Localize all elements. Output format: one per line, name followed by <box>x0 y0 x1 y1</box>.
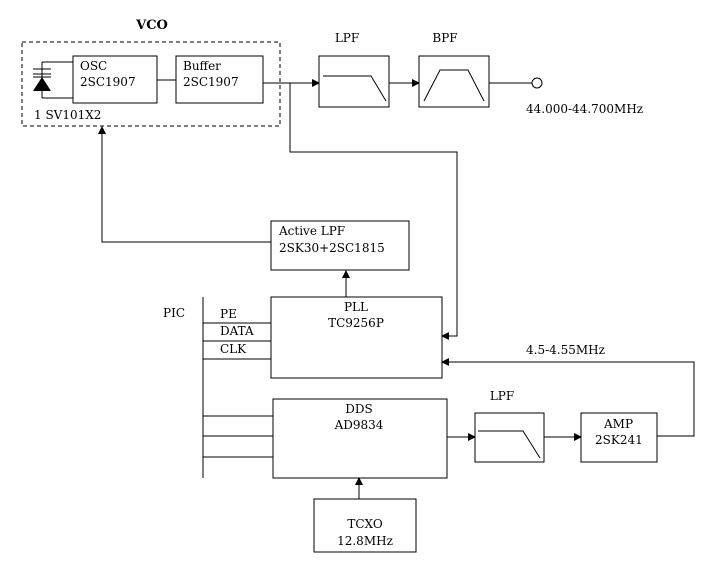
bpf-label: BPF <box>432 31 457 45</box>
output-freq-label: 44.000-44.700MHz <box>526 102 643 116</box>
dds-name: DDS <box>345 402 372 416</box>
osc-name: OSC <box>80 59 107 73</box>
dds-block <box>272 398 448 479</box>
dds-part: AD9834 <box>334 418 384 432</box>
bandpass-icon <box>423 69 485 102</box>
rf-lpf-block <box>318 55 390 108</box>
dds-lpf-label: LPF <box>490 389 514 403</box>
active-lpf-part: 2SK30+2SC1815 <box>279 241 385 255</box>
pic-line-clk: CLK <box>220 342 247 356</box>
lowpass-icon <box>323 75 387 102</box>
buffer-block <box>175 55 264 104</box>
ref-freq-label: 4.5-4.55MHz <box>526 343 605 357</box>
varactor-diode-icon <box>33 61 73 99</box>
varactor-label: 1 SV101X2 <box>34 108 101 122</box>
tcxo-freq: 12.8MHz <box>337 534 393 548</box>
buffer-name: Buffer <box>183 59 221 73</box>
amp-block <box>580 412 658 463</box>
pic-line-pe: PE <box>220 307 237 321</box>
amp-name: AMP <box>603 417 633 431</box>
vco-dashed-box <box>21 41 281 127</box>
buffer-part: 2SC1907 <box>183 75 239 89</box>
pll-part: TC9256P <box>328 316 384 330</box>
pic-line-data: DATA <box>220 324 254 338</box>
active-lpf-name: Active LPF <box>278 224 345 238</box>
active-lpf-to-vco-arrow <box>98 126 271 243</box>
amp-to-pll-arrow <box>441 358 695 437</box>
bpf-block <box>418 55 490 108</box>
pll-name: PLL <box>344 300 368 314</box>
dds-lowpass-icon <box>478 430 541 459</box>
vco-to-pll-feedback <box>289 83 458 340</box>
pll-block <box>270 296 443 379</box>
output-terminal-icon <box>531 77 543 89</box>
tcxo-name: TCXO <box>347 517 383 531</box>
pic-label: PIC <box>163 306 185 320</box>
amp-part: 2SK241 <box>595 433 643 447</box>
active-lpf-block <box>270 220 410 271</box>
tcxo-block <box>313 498 417 553</box>
dds-lpf-block <box>474 412 545 463</box>
rf-lpf-label: LPF <box>335 31 359 45</box>
osc-part: 2SC1907 <box>80 75 136 89</box>
vco-title: VCO <box>135 18 168 33</box>
